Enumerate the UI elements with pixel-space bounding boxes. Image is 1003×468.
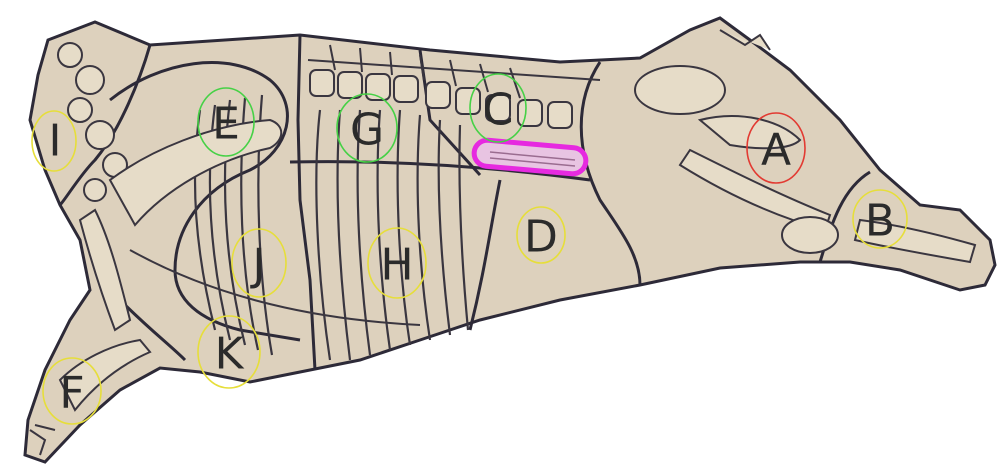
- label-K: K: [215, 329, 245, 380]
- label-F: F: [59, 368, 84, 419]
- label-I: I: [49, 116, 62, 167]
- label-J: J: [250, 240, 266, 291]
- label-D: D: [524, 212, 558, 263]
- label-C: C: [483, 85, 514, 136]
- label-E: E: [212, 99, 240, 150]
- label-G: G: [350, 105, 384, 156]
- label-H: H: [380, 240, 413, 291]
- label-A: A: [761, 125, 791, 176]
- label-B: B: [865, 196, 895, 247]
